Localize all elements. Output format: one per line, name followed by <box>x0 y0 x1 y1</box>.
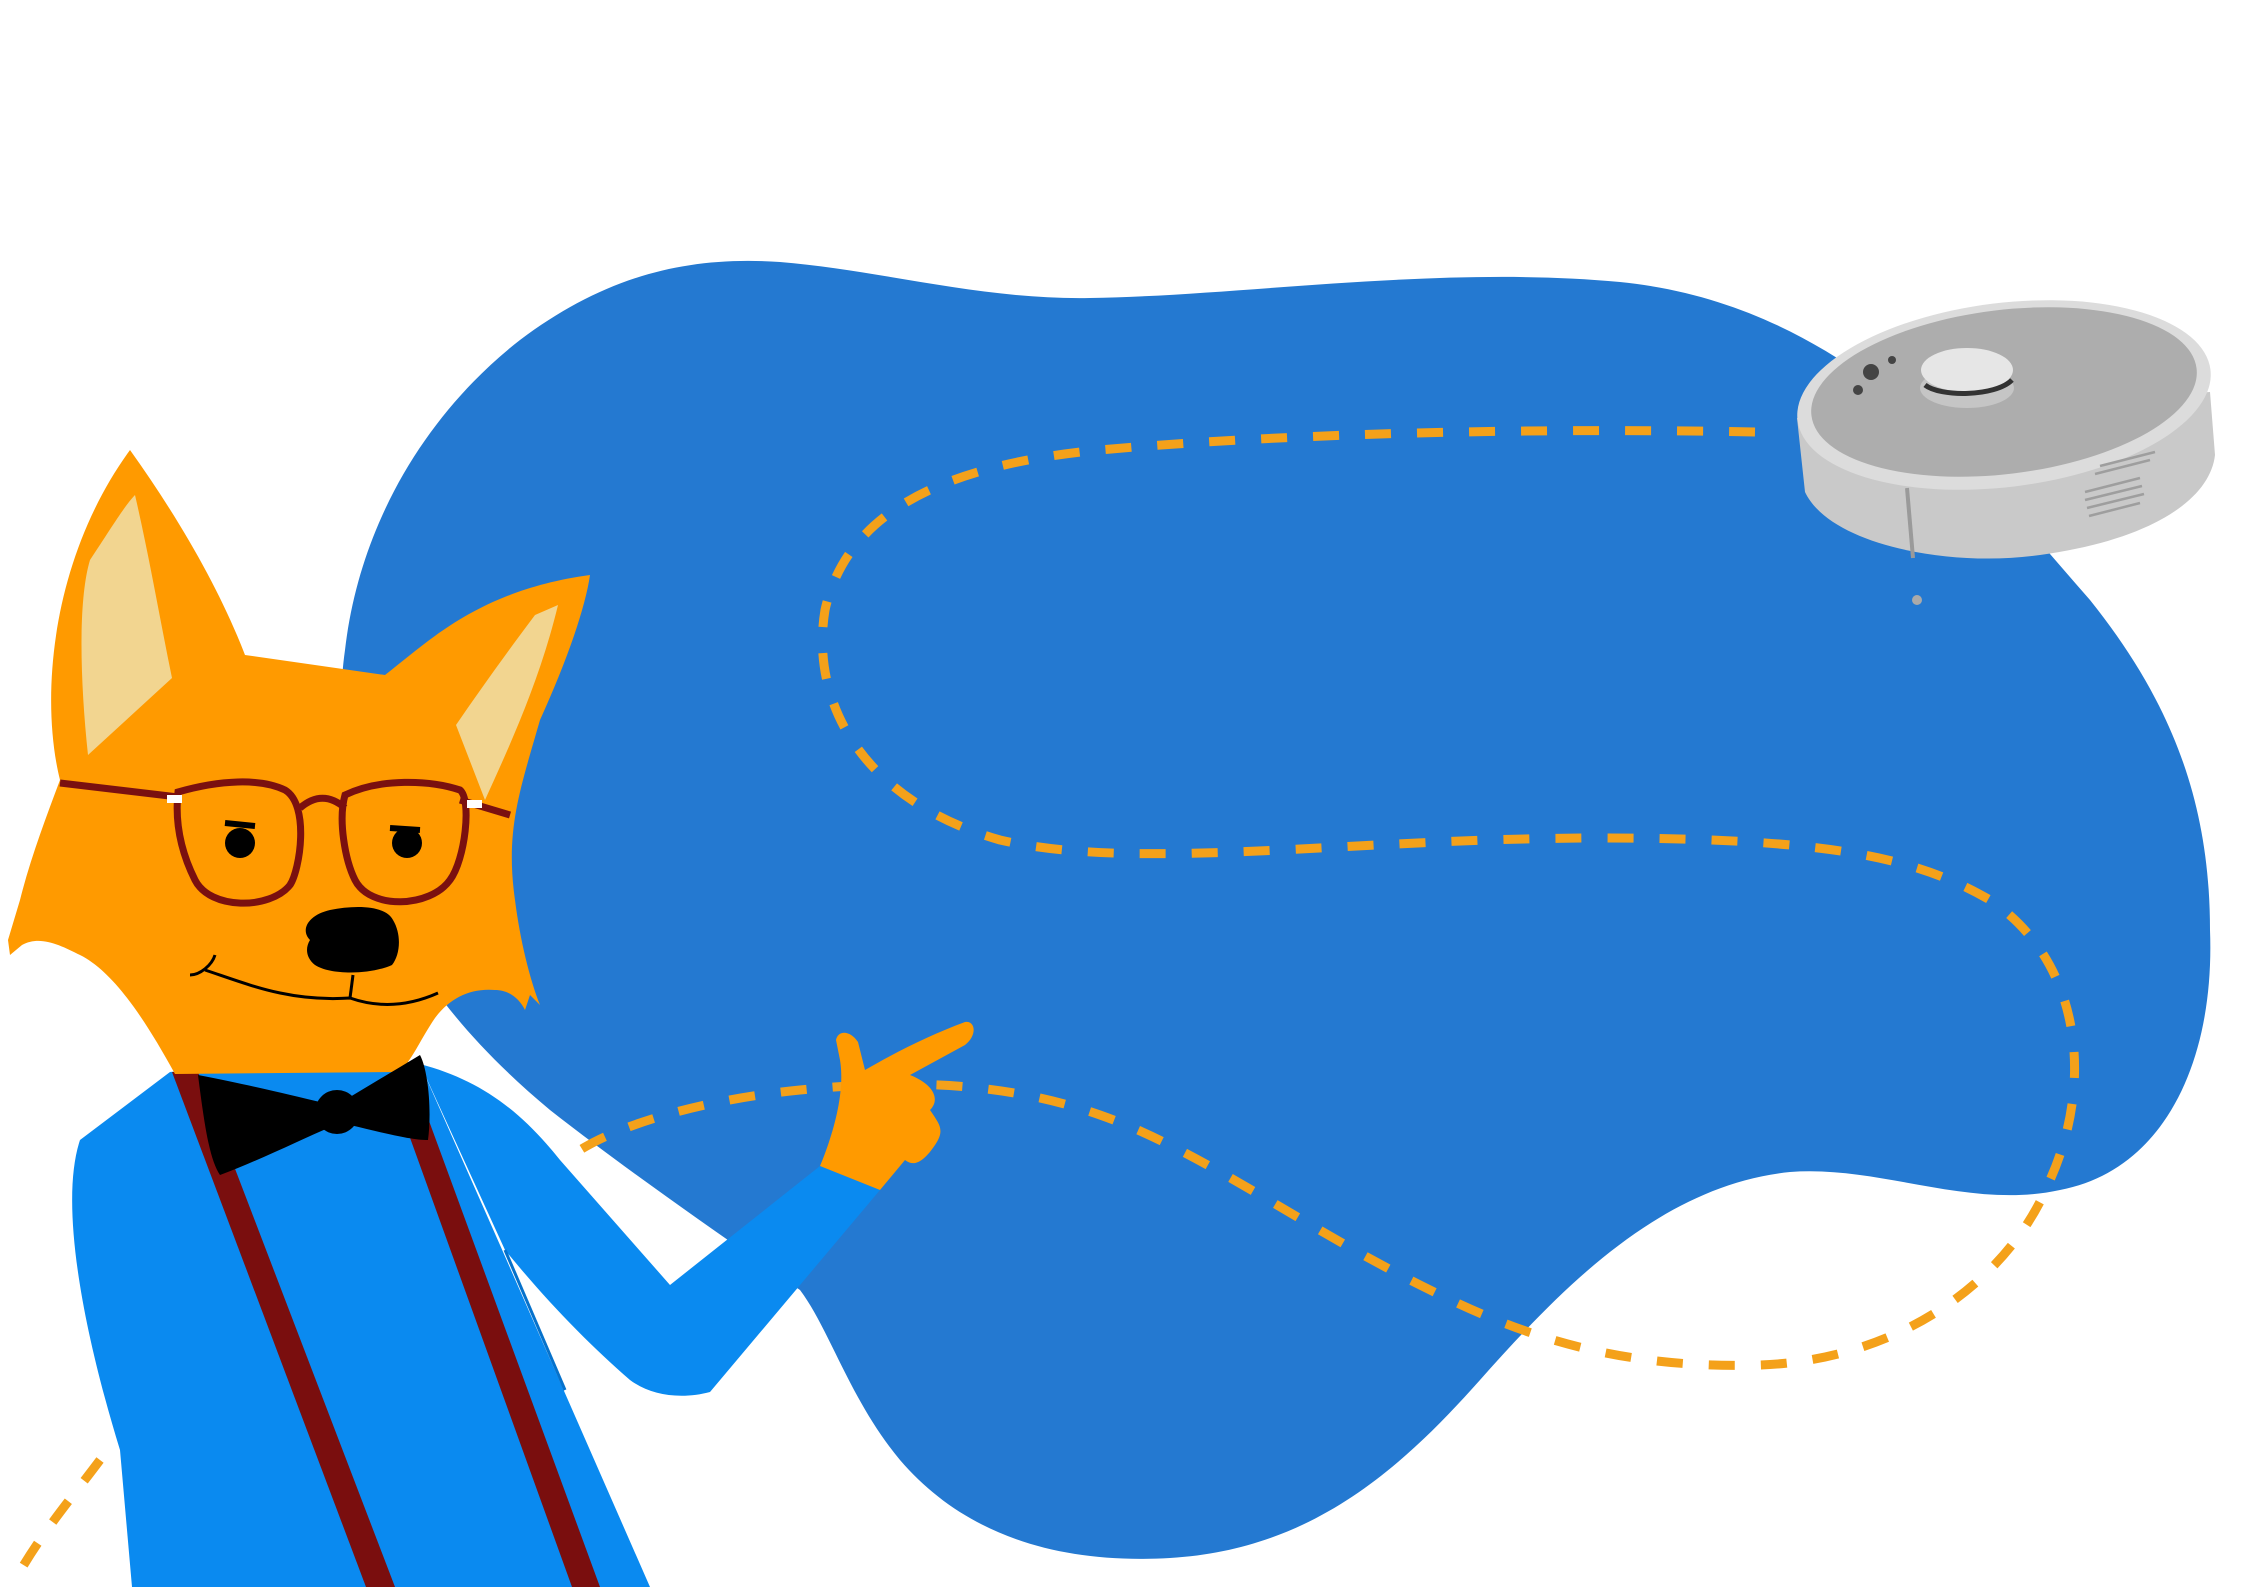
fox-suspender-left <box>172 1072 395 1587</box>
fox-mouth-divider <box>348 974 355 999</box>
fox-mascot <box>8 450 974 1587</box>
robot-vacuum-button-2 <box>1853 385 1863 395</box>
robot-cleaning-path <box>577 426 2080 1370</box>
fox-bow-tie <box>198 1055 430 1175</box>
fox-glasses-hinge-left <box>167 795 182 803</box>
fox-mouth <box>204 968 439 1006</box>
fox-glasses <box>59 778 512 907</box>
fox-ear-left-inner <box>81 495 172 755</box>
fox-suspender-right <box>400 1110 600 1587</box>
fox-shirt <box>72 1059 650 1587</box>
fox-arm <box>420 1064 880 1396</box>
robot-cleaning-path-tail <box>11 1457 104 1583</box>
fox-glasses-hinge-right <box>467 800 482 808</box>
robot-vacuum-lidar <box>1921 348 2013 392</box>
robot-vacuum-button-1 <box>1863 364 1879 380</box>
robot-vacuum-lidar-stripe <box>1923 378 2014 396</box>
fox-ear-right-inner <box>456 605 558 800</box>
fox-eye-right <box>389 825 422 858</box>
robot-vacuum-wheel-dot <box>1912 595 1922 605</box>
robot-vacuum-button-3 <box>1888 356 1896 364</box>
fox-hand <box>820 1021 974 1190</box>
robot-vacuum <box>1797 300 2215 605</box>
fox-eye-left <box>224 820 256 858</box>
fox-cheek <box>189 954 217 977</box>
robot-vacuum-vent-icon <box>2084 450 2156 518</box>
fox-arm-crease <box>503 1249 567 1391</box>
robot-vacuum-seam <box>1905 487 1915 559</box>
fox-nose <box>305 907 399 973</box>
